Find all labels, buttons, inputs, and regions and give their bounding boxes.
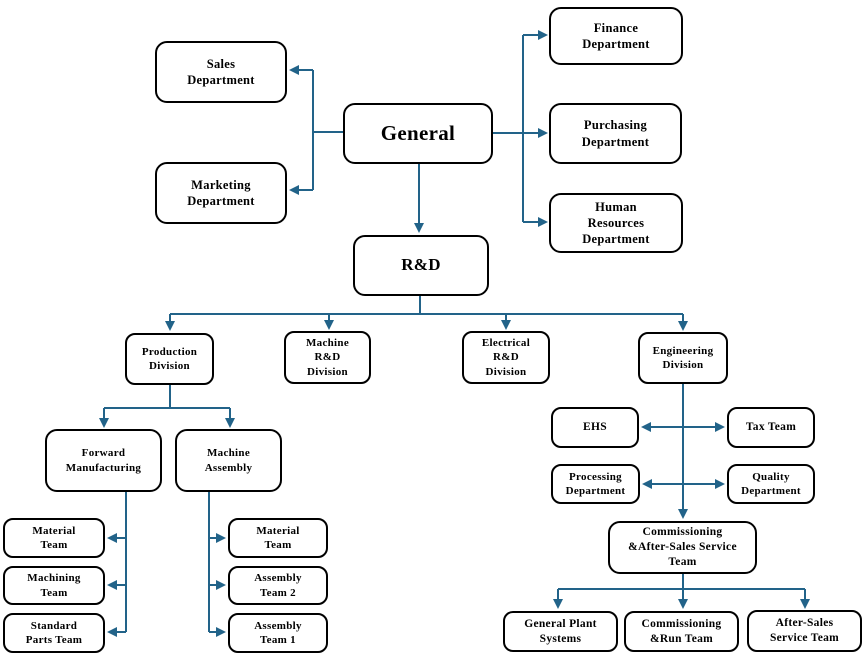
node-machining-team: Machining Team: [3, 566, 105, 605]
node-label: After-Sales Service Team: [769, 617, 840, 644]
node-quality-department: Quality Department: [727, 464, 815, 504]
node-purchasing-department: Purchasing Department: [549, 103, 682, 164]
node-label: Forward Manufacturing: [65, 447, 142, 474]
node-commissioning-aftersales-service-team: Commissioning &After-Sales Service Team: [608, 521, 757, 574]
node-label: Machine R&D Division: [305, 337, 350, 378]
node-tax-team: Tax Team: [727, 407, 815, 448]
node-material-team-left: Material Team: [3, 518, 105, 558]
node-commissioning-run-team: Commissioning &Run Team: [624, 611, 739, 652]
node-rnd: R&D: [353, 235, 489, 296]
node-label: General: [380, 120, 456, 145]
node-sales-department: Sales Department: [155, 41, 287, 103]
node-human-resources-department: Human Resources Department: [549, 193, 683, 253]
node-label: Tax Team: [745, 421, 797, 434]
node-label: Engineering Division: [652, 344, 714, 371]
node-label: Finance Department: [582, 20, 650, 51]
node-production-division: Production Division: [125, 333, 214, 385]
node-label: Machining Team: [27, 572, 81, 599]
connector-group: [99, 30, 810, 637]
node-marketing-department: Marketing Department: [155, 162, 287, 224]
node-label: Production Division: [141, 345, 198, 372]
node-label: Quality Department: [741, 470, 801, 497]
node-machine-rnd-division: Machine R&D Division: [284, 331, 371, 384]
node-label: Assembly Team 2: [254, 572, 302, 599]
node-general-plant-systems: General Plant Systems: [503, 611, 618, 652]
node-label: Material Team: [256, 524, 300, 551]
node-label: Machine Assembly: [204, 447, 253, 474]
node-label: Human Resources Department: [582, 199, 650, 247]
node-general: General: [343, 103, 493, 164]
node-engineering-division: Engineering Division: [638, 332, 728, 384]
node-aftersales-service-team: After-Sales Service Team: [747, 610, 862, 652]
node-forward-manufacturing: Forward Manufacturing: [45, 429, 162, 492]
node-label: Purchasing Department: [581, 118, 650, 149]
node-assembly-team-2: Assembly Team 2: [228, 566, 328, 605]
node-label: Marketing Department: [187, 177, 255, 208]
node-label: Processing Department: [565, 470, 626, 497]
node-standard-parts-team: Standard Parts Team: [3, 613, 105, 653]
node-label: Standard Parts Team: [25, 619, 83, 646]
node-label: General Plant Systems: [524, 617, 597, 645]
node-label: Commissioning &After-Sales Service Team: [628, 526, 737, 568]
node-label: R&D: [401, 255, 441, 275]
node-material-team-right: Material Team: [228, 518, 328, 558]
node-label: EHS: [583, 421, 607, 434]
node-assembly-team-1: Assembly Team 1: [228, 613, 328, 653]
node-electrical-rnd-division: Electrical R&D Division: [462, 331, 550, 384]
node-label: Sales Department: [187, 56, 255, 87]
node-label: Assembly Team 1: [254, 619, 302, 646]
node-label: Commissioning &Run Team: [641, 617, 722, 645]
node-finance-department: Finance Department: [549, 7, 683, 65]
node-label: Electrical R&D Division: [481, 337, 531, 378]
node-label: Material Team: [32, 524, 76, 551]
node-machine-assembly: Machine Assembly: [175, 429, 282, 492]
node-ehs: EHS: [551, 407, 639, 448]
node-processing-department: Processing Department: [551, 464, 640, 504]
